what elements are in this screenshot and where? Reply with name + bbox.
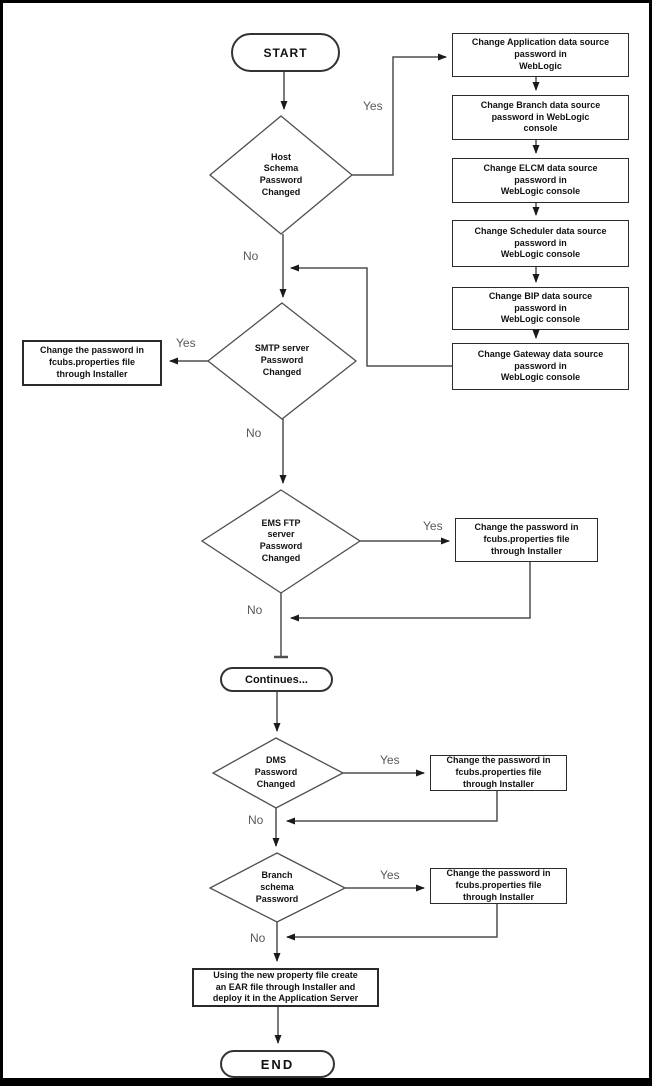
process-dms-fcubs-fix: Change the password in fcubs.properties … (430, 755, 567, 791)
end-terminal: END (220, 1050, 335, 1078)
edge-host-yes (352, 53, 447, 176)
process-deploy-ear: Using the new property file create an EA… (192, 968, 379, 1007)
edge-label-host-yes: Yes (363, 99, 383, 113)
dms-decision-diamond (211, 737, 345, 809)
edge-ems-return (290, 562, 531, 622)
edge-label-ems-no: No (247, 603, 263, 617)
process-bip-datasource: Change BIP data source password in WebLo… (452, 287, 629, 330)
edge-label-branch-yes: Yes (380, 868, 400, 882)
process-smtp-fcubs-fix: Change the password in fcubs.properties … (22, 340, 162, 386)
process-branch-fcubs-fix: Change the password in fcubs.properties … (430, 868, 567, 904)
process-gateway-datasource: Change Gateway data source password in W… (452, 343, 629, 390)
process-scheduler-datasource: Change Scheduler data source password in… (452, 220, 629, 267)
edge-label-host-no: No (243, 249, 259, 263)
continues-terminal: Continues... (220, 667, 333, 692)
edge-label-branch-no: No (250, 931, 266, 945)
branch-decision-diamond (208, 852, 347, 923)
edge-label-dms-no: No (248, 813, 264, 827)
edge-gateway-return (290, 264, 452, 367)
start-terminal: START (231, 33, 340, 72)
edge-label-smtp-yes: Yes (176, 336, 196, 350)
edge-label-smtp-no: No (246, 426, 262, 440)
process-branch-datasource: Change Branch data source password in We… (452, 95, 629, 140)
host-decision-diamond (208, 115, 354, 235)
edge-branch-return (286, 904, 498, 941)
process-app-datasource: Change Application data source password … (452, 33, 629, 77)
edge-dms-return (286, 791, 498, 825)
ems-decision-diamond (200, 489, 362, 594)
smtp-decision-diamond (206, 302, 358, 420)
edge-label-ems-yes: Yes (423, 519, 443, 533)
edge-label-dms-yes: Yes (380, 753, 400, 767)
process-elcm-datasource: Change ELCM data source password in WebL… (452, 158, 629, 203)
process-ems-fcubs-fix: Change the password in fcubs.properties … (455, 518, 598, 562)
